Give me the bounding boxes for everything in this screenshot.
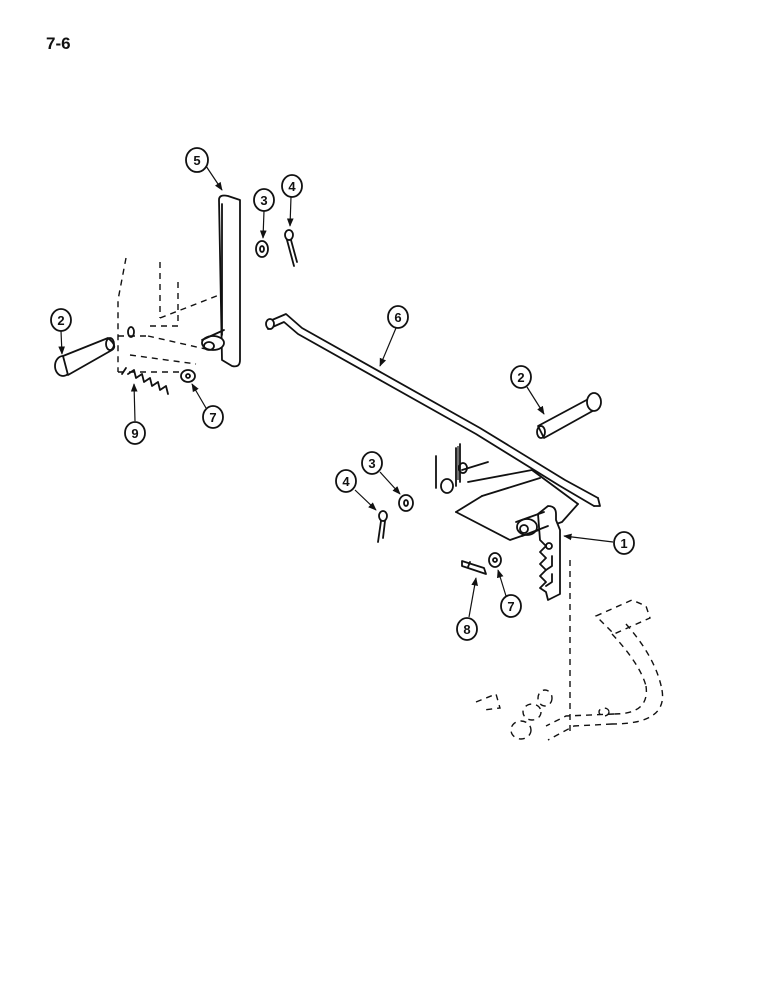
callout-9-spring: 9 xyxy=(124,383,146,445)
left-bracket-phantom xyxy=(117,257,233,373)
callout-8-pin: 8 xyxy=(456,577,478,641)
callout-6-rod: 6 xyxy=(379,305,409,367)
svg-text:3: 3 xyxy=(260,193,267,208)
cotter-pin-4-right xyxy=(377,510,388,543)
callout-7-washer-right: 7 xyxy=(497,569,522,618)
lever-5 xyxy=(201,194,241,368)
callout-3-washer-right: 3 xyxy=(361,451,401,495)
spring-9 xyxy=(121,367,169,395)
callout-4-cotter-pin-right: 4 xyxy=(335,469,377,511)
pin-2-right xyxy=(536,392,602,439)
svg-text:7: 7 xyxy=(209,410,216,425)
callout-2-pin-right: 2 xyxy=(510,365,545,415)
pin-8 xyxy=(461,560,487,575)
callout-5-lever: 5 xyxy=(185,147,223,191)
pedal-assembly-phantom xyxy=(475,560,664,741)
svg-text:4: 4 xyxy=(342,474,350,489)
svg-text:7: 7 xyxy=(507,599,514,614)
svg-text:6: 6 xyxy=(394,310,401,325)
washer-7-left xyxy=(180,369,196,383)
svg-text:2: 2 xyxy=(517,370,524,385)
callout-3-washer-top: 3 xyxy=(253,188,275,239)
pin-2-left xyxy=(54,326,135,377)
svg-text:3: 3 xyxy=(368,456,375,471)
svg-text:2: 2 xyxy=(57,313,64,328)
callout-4-cotter-pin-top: 4 xyxy=(281,174,303,227)
svg-text:4: 4 xyxy=(288,179,296,194)
callout-2-pin-left: 2 xyxy=(50,308,72,355)
svg-text:8: 8 xyxy=(463,622,470,637)
cotter-pin-4-top xyxy=(284,229,298,267)
rod-6 xyxy=(265,313,601,507)
svg-text:1: 1 xyxy=(620,536,627,551)
callout-1-ratchet-lever: 1 xyxy=(563,531,635,555)
washer-7-right xyxy=(488,552,502,568)
washer-3-right xyxy=(398,494,414,512)
callout-7-washer-left: 7 xyxy=(191,383,224,429)
ratchet-lever-1 xyxy=(515,505,561,601)
washer-3-top xyxy=(255,240,269,258)
page-number: 7-6 xyxy=(46,34,71,53)
svg-text:5: 5 xyxy=(193,153,200,168)
svg-text:9: 9 xyxy=(131,426,138,441)
